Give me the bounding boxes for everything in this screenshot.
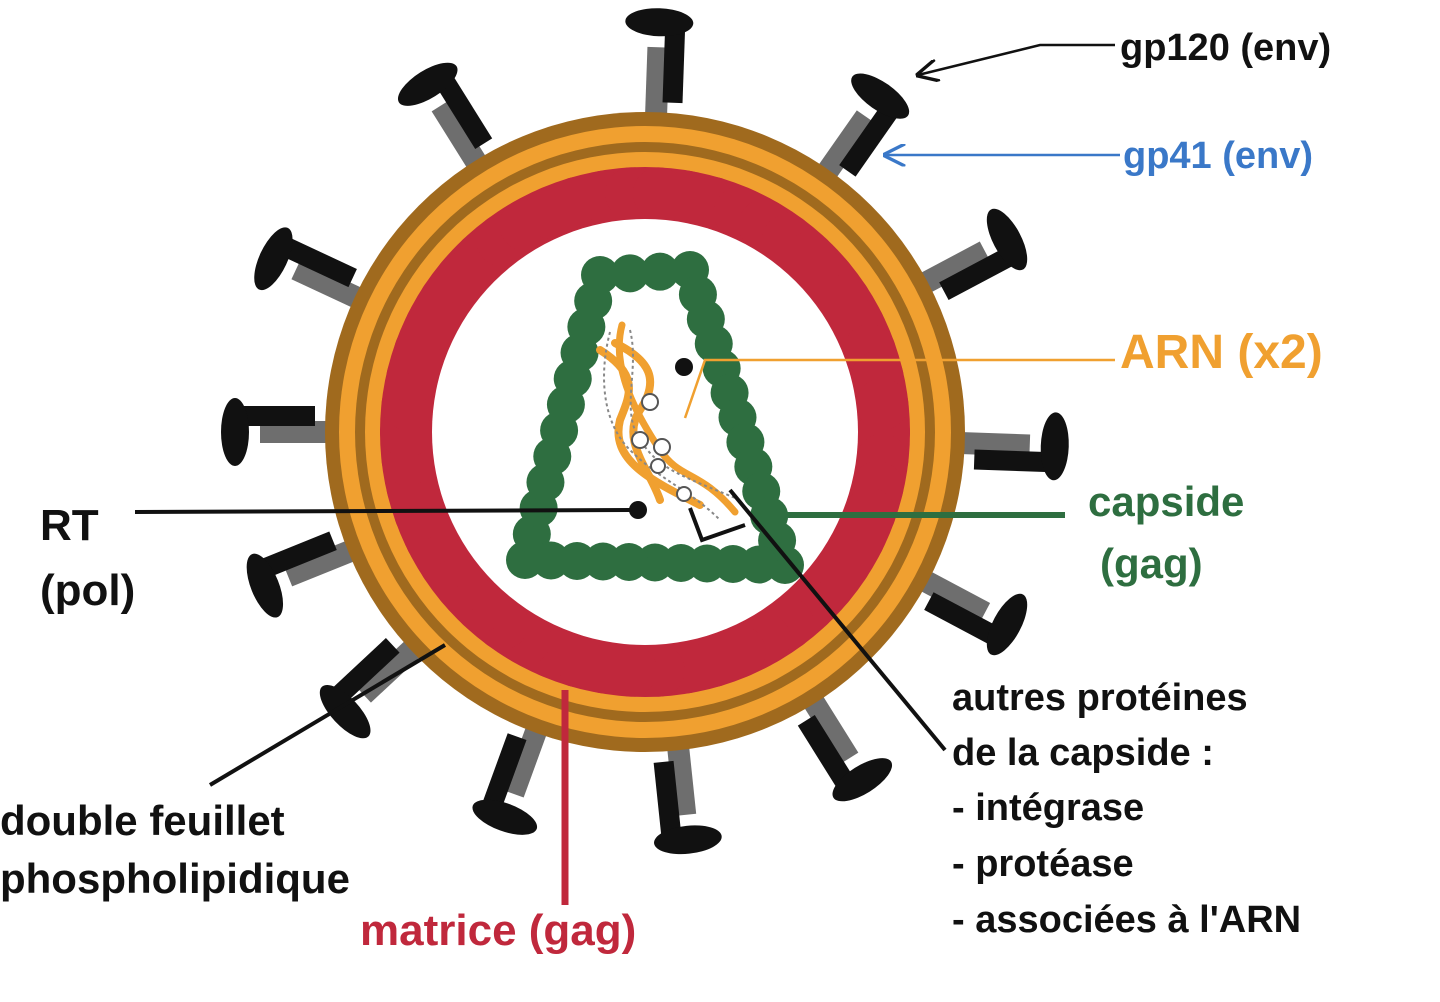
gp120-cap (654, 825, 722, 855)
gp120-shaft (259, 531, 337, 579)
leader-lines (134, 43, 1120, 905)
bilayer-label-line1: double feuillet (0, 797, 285, 844)
capsid-protein (532, 541, 570, 580)
gp120-shaft (653, 760, 682, 838)
gp120-cap (254, 227, 293, 291)
gp120-cap (986, 593, 1028, 656)
matrix-protein (856, 378, 909, 431)
capsid-cone (506, 251, 804, 584)
gp120-shaft (797, 715, 855, 790)
gp120-shaft (939, 247, 1015, 301)
associated-protein (653, 438, 671, 456)
gp120-cap (1040, 412, 1069, 481)
gp120-cap (397, 62, 458, 106)
associated-protein (650, 458, 666, 474)
proteins-pointer (728, 488, 947, 752)
proteins-label-line2: de la capside : (952, 732, 1214, 774)
gp120-cap (472, 799, 538, 835)
rna-strands (596, 321, 746, 543)
rt-label-line1: RT (40, 501, 99, 550)
arn-label: ARN (x2) (1120, 326, 1323, 379)
associated-protein (631, 431, 649, 449)
proteins-label-line5: - associées à l'ARN (952, 899, 1301, 941)
gp120-cap (246, 553, 284, 618)
proteins-label-line1: autres protéines (952, 677, 1248, 719)
bilayer-label-line2: phospholipidique (0, 855, 350, 902)
proteins-label-line4: - protéase (952, 843, 1134, 885)
reverse-transcriptase-dot (629, 501, 647, 519)
gp120-cap (625, 8, 694, 37)
capside-label-line2: (gag) (1100, 540, 1203, 587)
rt-pointer (134, 508, 631, 514)
gp120-shaft (839, 103, 899, 177)
gp120-shaft (973, 449, 1050, 473)
gp120-cap (832, 758, 893, 802)
proteins-label-line3: - intégrase (952, 787, 1144, 829)
gp120-shaft (331, 638, 400, 704)
gp120-pointer (918, 43, 1115, 75)
capsid-protein (581, 256, 619, 294)
associated-protein (676, 486, 692, 502)
integrase-marker (688, 507, 746, 543)
reverse-transcriptase-dot (675, 358, 693, 376)
gp120-shaft (924, 592, 1000, 646)
gp120-label: gp120 (env) (1120, 27, 1331, 69)
gp120-shaft (280, 237, 357, 288)
bilayer-pointer (208, 643, 447, 787)
arn-pointer (683, 358, 1115, 419)
gp41-label: gp41 (env) (1123, 135, 1313, 177)
gp120-shaft (662, 27, 686, 104)
gp120-shaft (482, 733, 527, 811)
rt-label-line2: (pol) (40, 566, 135, 615)
associated-protein (641, 393, 659, 411)
gp120-cap (319, 684, 371, 739)
gp120-cap (851, 73, 910, 119)
capside-label-line1: capside (1088, 478, 1244, 525)
matrice-label: matrice (gag) (360, 906, 636, 955)
gp120-cap (986, 208, 1028, 271)
capsid-protein (611, 254, 649, 293)
capsid-protein (641, 252, 679, 291)
gp120-shaft (435, 74, 493, 149)
gp120-cap (221, 398, 249, 466)
